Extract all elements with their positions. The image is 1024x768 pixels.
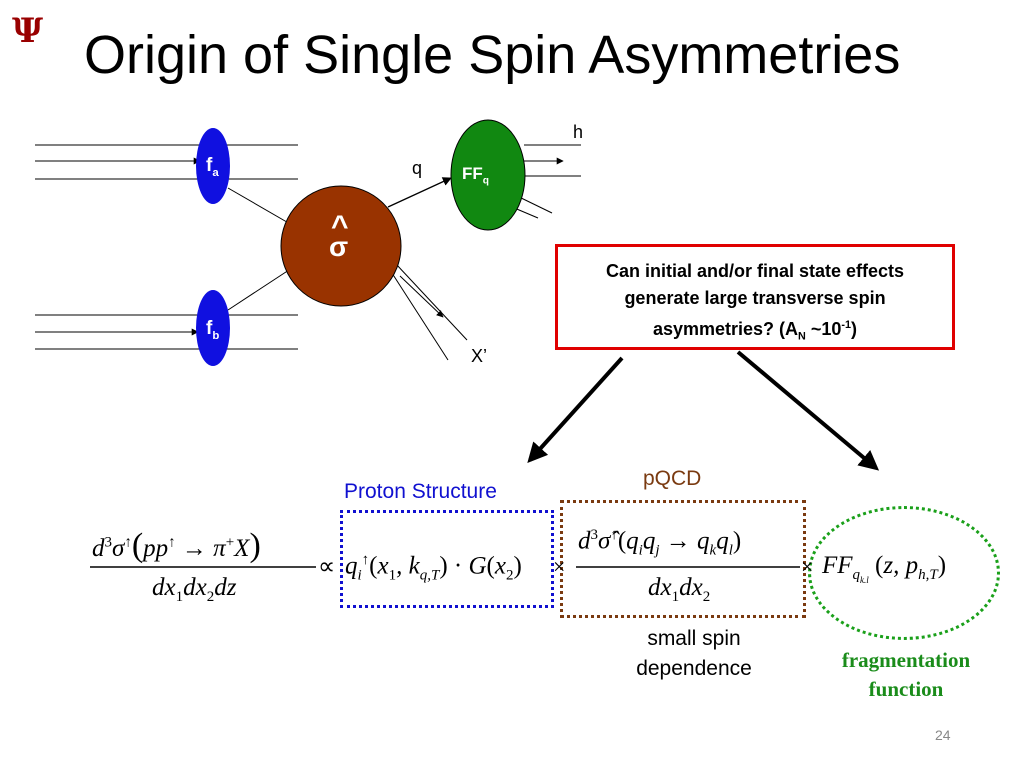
parton-line-a: [227, 187, 293, 226]
parton-b-ellipse: [196, 290, 230, 366]
hard-scatter-label: σ: [329, 231, 349, 262]
pqcd-numerator: d3σ̂↑(qiqj → qkql): [578, 527, 742, 559]
times-sign-2: ×: [801, 554, 814, 579]
proton-structure-label: Proton Structure: [344, 480, 497, 503]
arrow-to-fragmentation: [736, 350, 880, 471]
frag-label: FFq: [462, 164, 490, 187]
frag-ellipse: [450, 119, 526, 231]
frag-term: FFqk.l (z, ph,T): [822, 552, 947, 585]
pdf-term: qi↑(x1, kq,T) · G(x2): [345, 552, 522, 584]
quark-line: [387, 177, 452, 208]
lhs-numerator: d3σ↑(pp↑ → π+X): [92, 527, 261, 564]
pqcd-label: pQCD: [643, 467, 702, 490]
slide-title: Origin of Single Spin Asymmetries: [84, 25, 901, 85]
page-number: 24: [935, 727, 951, 743]
pqcd-denominator: dx1dx2: [648, 574, 711, 605]
fragmentation-function-label: fragmentation function: [841, 648, 971, 701]
callout-line-3: asymmetries? (AN ~10-1): [652, 319, 858, 343]
fragmentation-ellipse: [808, 506, 1000, 640]
small-spin-label: small spin dependence: [636, 627, 752, 680]
remnant-label: X’: [471, 346, 488, 366]
quark-label: q: [412, 158, 423, 178]
proportional-sign: ∝: [318, 554, 336, 580]
beam-lines-bottom: [35, 314, 298, 350]
hadron-label: h: [573, 122, 584, 142]
university-logo-icon: Ψ: [12, 11, 44, 51]
arrow-to-proton-structure: [527, 356, 624, 463]
pqcd-box: [560, 500, 806, 618]
times-sign-1: ×: [553, 554, 566, 579]
hard-scatter-hat: ^: [331, 210, 349, 243]
hard-scatter-circle: [280, 185, 402, 307]
remnant-lines: [389, 263, 468, 361]
lhs-denominator: dx1dx2dz: [152, 574, 237, 605]
parton-a-label: fa: [206, 155, 219, 179]
parton-a-ellipse: [196, 128, 230, 204]
callout-line-1: Can initial and/or final state effects: [605, 261, 905, 281]
callout-line-2: generate large transverse spin: [624, 288, 886, 308]
question-callout: Can initial and/or final state effects g…: [555, 244, 955, 350]
parton-b-label: fb: [206, 318, 220, 342]
parton-line-b: [227, 267, 293, 311]
proton-structure-box: [340, 510, 554, 608]
beam-lines-top: [35, 144, 298, 180]
